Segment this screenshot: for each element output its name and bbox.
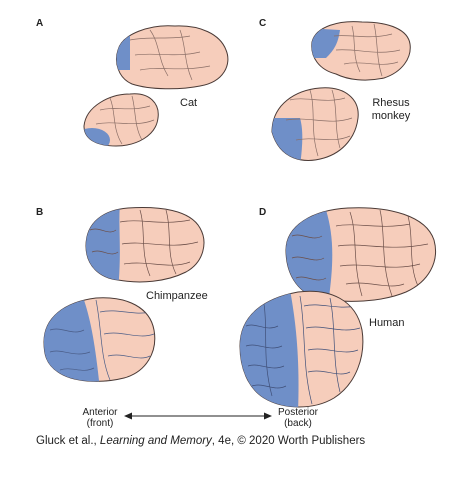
species-label-human: Human: [369, 317, 405, 329]
species-label-cat: Cat: [180, 97, 198, 109]
posterior-text: Posterior: [277, 407, 318, 418]
posterior-sub-text: (back): [284, 418, 312, 429]
anterior-sub-text: (front): [86, 418, 114, 429]
rhesus-brain-lateral: [311, 21, 411, 81]
caption-title: Learning and Memory: [99, 435, 212, 447]
panel-letter-c: C: [259, 18, 267, 29]
chimpanzee-brain-lateral: [85, 207, 205, 283]
species-label-chimpanzee: Chimpanzee: [146, 290, 208, 302]
anterior-posterior-arrow: [124, 412, 272, 420]
human-brain-lateral: [285, 207, 436, 302]
caption-prefix: Gluck et al.,: [36, 435, 100, 447]
panel-letter-a: A: [36, 18, 44, 29]
species-label-rhesus: Rhesus monkey: [371, 97, 411, 122]
chimpanzee-brain-dorsal: [43, 297, 156, 382]
cat-brain-dorsal: [83, 93, 159, 147]
figure-caption: Gluck et al., Learning and Memory, 4e, ©…: [36, 435, 365, 447]
cat-brain-lateral: [116, 25, 229, 90]
panel-letter-b: B: [36, 207, 44, 218]
human-brain-dorsal: [239, 290, 364, 408]
rhesus-brain-dorsal: [271, 87, 359, 161]
anterior-text: Anterior: [82, 407, 118, 418]
panel-letter-d: D: [259, 207, 267, 218]
posterior-label: Posterior (back): [268, 407, 328, 429]
anterior-label: Anterior (front): [70, 407, 130, 429]
caption-suffix: , 4e, © 2020 Worth Publishers: [211, 435, 366, 447]
